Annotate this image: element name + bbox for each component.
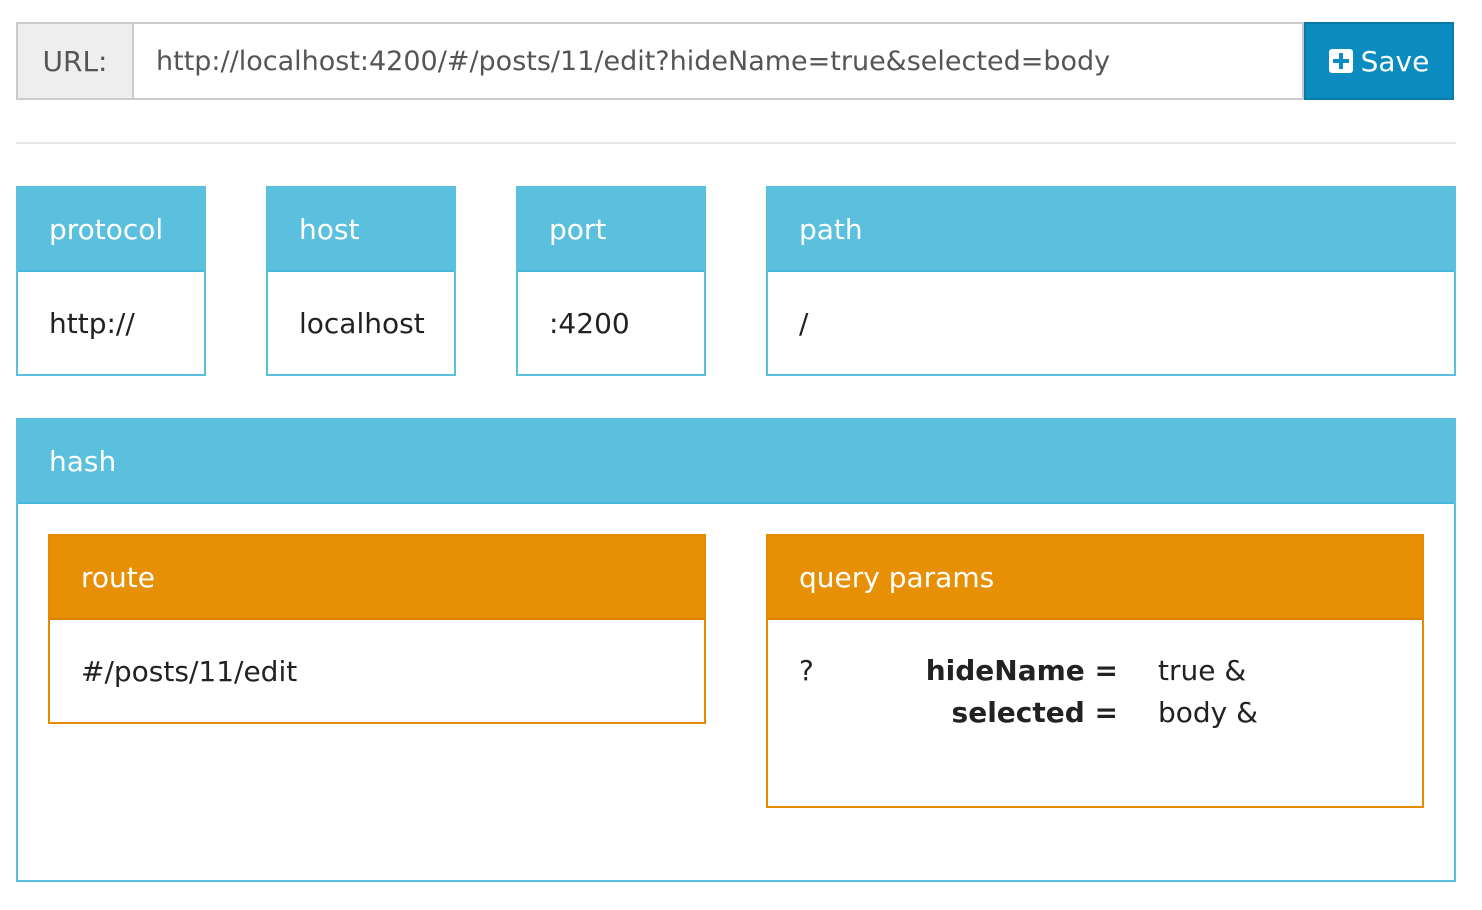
query-params-body: ? hideName = true & selected = body & [768,620,1422,806]
path-value: / [799,306,809,340]
url-input[interactable] [132,22,1304,100]
query-param-row: hideName = true & [768,654,1422,696]
host-panel-title: host [268,188,454,272]
port-panel: port :4200 [516,186,706,376]
port-value: :4200 [549,306,630,340]
path-panel: path / [766,186,1456,376]
divider [16,142,1456,144]
url-bar: URL: Save [16,22,1454,100]
route-panel: route #/posts/11/edit [48,534,706,724]
hash-panel-title: hash [18,420,1454,504]
plus-square-icon [1328,49,1353,73]
protocol-panel-title: protocol [18,188,204,272]
query-prefix: ? [799,654,814,687]
route-value: #/posts/11/edit [81,654,298,688]
save-button-label: Save [1360,44,1430,78]
protocol-panel: protocol http:// [16,186,206,376]
port-panel-title: port [518,188,704,272]
save-button[interactable]: Save [1304,22,1454,100]
query-param-value: true & [1158,654,1247,687]
query-param-key: hideName = [925,654,1118,687]
query-params-panel-title: query params [768,536,1422,620]
query-param-key: selected = [951,696,1118,729]
path-panel-title: path [768,188,1454,272]
host-value: localhost [299,306,425,340]
url-label: URL: [16,22,132,100]
route-panel-title: route [50,536,704,620]
query-param-row: selected = body & [768,696,1422,738]
query-params-panel: query params ? hideName = true & selecte… [766,534,1424,808]
query-param-value: body & [1158,696,1258,729]
host-panel: host localhost [266,186,456,376]
protocol-value: http:// [49,306,135,340]
